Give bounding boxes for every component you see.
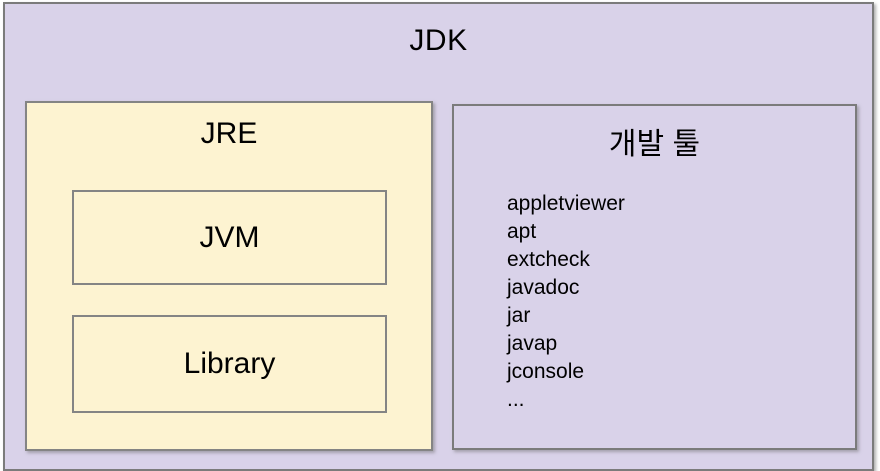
tool-item: ... (507, 388, 525, 411)
devtools-box: 개발 툴 appletviewer apt extcheck javadoc jar ja… (452, 104, 857, 450)
tool-item: jar (507, 304, 531, 327)
library-box: Library (72, 315, 387, 413)
tool-item: extcheck (507, 248, 590, 271)
tool-item: appletviewer (507, 192, 625, 215)
devtools-title: 개발 툴 (608, 128, 701, 161)
jre-title: JRE (200, 117, 258, 150)
devtools-list: appletviewer apt extcheck javadoc jar javap jc… (507, 190, 625, 414)
jvm-box: JVM (72, 190, 387, 285)
jre-box: JRE JVM Library (25, 101, 433, 451)
tool-item: apt (507, 220, 537, 243)
tool-item: javap (507, 332, 558, 355)
jdk-title: JDK (409, 24, 468, 57)
jdk-container-box: JDK JRE JVM Library 개발 툴 appletviewer apt… (3, 2, 874, 471)
tool-item: javadoc (507, 276, 580, 299)
tool-item: jconsole (507, 360, 585, 383)
